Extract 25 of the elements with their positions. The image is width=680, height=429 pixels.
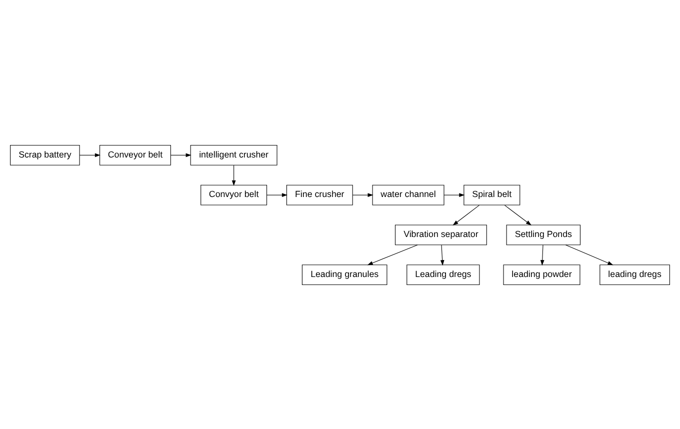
arrow: [440, 244, 444, 266]
arrow: [232, 164, 236, 186]
node-box: Fine crusher: [286, 184, 353, 205]
node-box: Settling Ponds: [506, 224, 580, 245]
node-box: leading dregs: [600, 264, 670, 285]
node-box: leading powder: [503, 264, 580, 285]
node-box: Spiral belt: [464, 184, 520, 205]
node-box: intelligent crusher: [190, 144, 278, 165]
arrow: [367, 244, 418, 265]
arrow: [504, 204, 532, 225]
arrow: [444, 192, 465, 196]
arrow: [565, 244, 614, 265]
arrow: [79, 152, 100, 157]
arrow: [452, 204, 480, 225]
node-box: Scrap battery: [10, 144, 80, 165]
node-box: Leading granules: [302, 264, 388, 285]
node-box: Convyor belt: [200, 184, 268, 205]
node-box: Leading dregs: [406, 264, 480, 285]
node-box: Conveyor belt: [100, 144, 171, 165]
arrow: [352, 192, 374, 196]
node-box: Vibration separator: [394, 224, 487, 245]
arrow: [540, 244, 544, 266]
arrow: [266, 192, 288, 196]
node-box: water channel: [372, 184, 444, 205]
arrow: [170, 152, 192, 157]
